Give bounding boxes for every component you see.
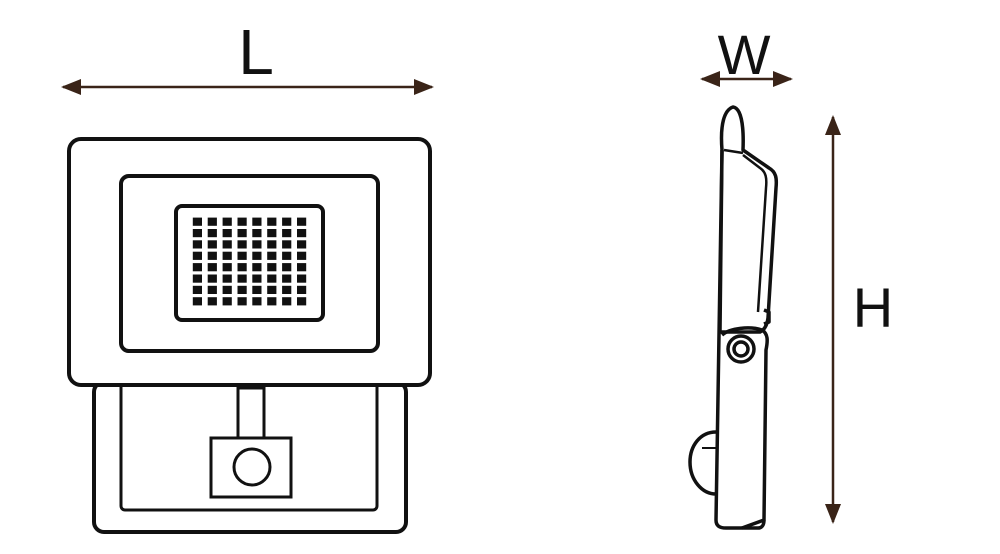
led-chip bbox=[192, 297, 202, 306]
side-housing-rear bbox=[714, 149, 766, 530]
led-chip bbox=[237, 274, 247, 283]
led-chip bbox=[267, 263, 277, 272]
led-chip bbox=[252, 285, 262, 294]
led-chip bbox=[207, 229, 217, 238]
led-chip bbox=[222, 240, 232, 249]
led-chip bbox=[207, 217, 217, 226]
led-chip bbox=[237, 297, 247, 306]
side-bracket-tab bbox=[763, 308, 771, 326]
led-chip bbox=[192, 274, 202, 283]
housing-inner-frame bbox=[119, 174, 380, 353]
led-chip bbox=[297, 297, 307, 306]
led-chip bbox=[192, 229, 202, 238]
led-chip bbox=[252, 217, 262, 226]
led-chip bbox=[237, 251, 247, 260]
led-chip bbox=[222, 229, 232, 238]
led-chip bbox=[297, 285, 307, 294]
led-chip bbox=[297, 217, 307, 226]
motion-sensor-lens bbox=[232, 447, 272, 487]
side-bracket-arm bbox=[720, 326, 769, 530]
led-chip bbox=[282, 251, 292, 260]
sensor-housing bbox=[209, 436, 293, 499]
led-chip bbox=[222, 274, 232, 283]
front-view bbox=[67, 137, 432, 534]
width-label: W bbox=[718, 23, 771, 86]
led-chip bbox=[192, 240, 202, 249]
pivot-knob-outer bbox=[726, 334, 756, 364]
side-top-cap bbox=[723, 148, 744, 155]
led-chip bbox=[207, 251, 217, 260]
led-chip bbox=[207, 263, 217, 272]
led-chip bbox=[297, 251, 307, 260]
led-chip-grid bbox=[192, 217, 307, 306]
led-chip bbox=[222, 251, 232, 260]
led-chip bbox=[237, 240, 247, 249]
led-chip bbox=[282, 229, 292, 238]
led-chip bbox=[282, 217, 292, 226]
led-chip bbox=[267, 297, 277, 306]
led-chip bbox=[192, 285, 202, 294]
led-chip bbox=[297, 263, 307, 272]
led-chip bbox=[252, 263, 262, 272]
led-chip bbox=[297, 274, 307, 283]
led-chip bbox=[282, 240, 292, 249]
led-chip bbox=[192, 263, 202, 272]
led-chip bbox=[222, 297, 232, 306]
led-chip bbox=[192, 251, 202, 260]
led-chip bbox=[207, 285, 217, 294]
housing-outer bbox=[67, 137, 432, 387]
led-panel bbox=[174, 204, 325, 322]
led-chip bbox=[252, 297, 262, 306]
led-chip bbox=[222, 263, 232, 272]
led-chip bbox=[297, 229, 307, 238]
led-chip bbox=[192, 217, 202, 226]
led-chip bbox=[282, 285, 292, 294]
sensor-stem bbox=[236, 386, 266, 440]
led-chip bbox=[252, 274, 262, 283]
led-chip bbox=[207, 240, 217, 249]
led-chip bbox=[267, 229, 277, 238]
led-chip bbox=[267, 251, 277, 260]
led-chip bbox=[237, 217, 247, 226]
led-chip bbox=[252, 251, 262, 260]
led-chip bbox=[282, 263, 292, 272]
side-view bbox=[688, 105, 779, 530]
led-chip bbox=[237, 263, 247, 272]
side-housing-fin bbox=[742, 154, 768, 313]
led-chip bbox=[267, 240, 277, 249]
led-chip bbox=[207, 274, 217, 283]
led-chip bbox=[207, 297, 217, 306]
led-chip bbox=[267, 217, 277, 226]
led-chip bbox=[297, 240, 307, 249]
led-chip bbox=[267, 285, 277, 294]
led-chip bbox=[252, 240, 262, 249]
led-chip bbox=[222, 285, 232, 294]
height-label: H bbox=[853, 276, 893, 339]
led-chip bbox=[237, 285, 247, 294]
led-chip bbox=[267, 274, 277, 283]
side-motion-sensor bbox=[688, 430, 717, 496]
led-chip bbox=[237, 229, 247, 238]
length-label: L bbox=[238, 16, 274, 88]
led-chip bbox=[222, 217, 232, 226]
led-chip bbox=[252, 229, 262, 238]
led-chip bbox=[282, 297, 292, 306]
side-housing bbox=[718, 105, 779, 334]
led-chip bbox=[282, 274, 292, 283]
mounting-bracket-inner bbox=[119, 380, 379, 512]
pivot-knob-inner bbox=[732, 340, 750, 358]
